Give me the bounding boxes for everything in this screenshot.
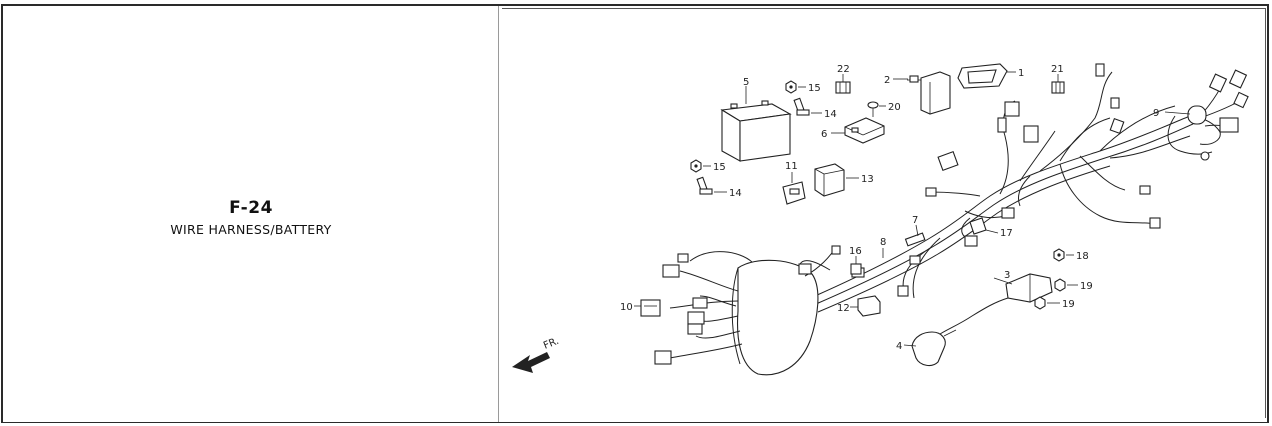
diagram-panel: FR. 5 15 xyxy=(500,6,1269,422)
callout-19-upper: 19 xyxy=(1080,281,1093,292)
screw-part xyxy=(867,101,886,117)
callout-17: 17 xyxy=(1000,228,1013,239)
spark-plug-cap-part xyxy=(903,329,957,367)
callout-13: 13 xyxy=(861,174,874,185)
exploded-parts-diagram: FR. 5 15 xyxy=(512,63,1249,376)
callout-1: 1 xyxy=(1018,68,1024,79)
diagram-code: F-24 xyxy=(229,198,273,218)
callout-15-top: 15 xyxy=(808,83,821,94)
nut-part-lower xyxy=(690,159,711,173)
callout-2: 2 xyxy=(884,75,890,86)
clamp-16-part xyxy=(850,256,862,275)
callout-4: 4 xyxy=(896,341,902,352)
front-label: FR. xyxy=(542,336,561,352)
callout-15-bottom: 15 xyxy=(713,162,726,173)
bolt-19-part xyxy=(1034,278,1078,310)
connector-10-part xyxy=(634,299,661,317)
fuse-part-21 xyxy=(1051,74,1065,94)
callout-14-bottom: 14 xyxy=(729,188,742,199)
callout-21: 21 xyxy=(1051,64,1064,75)
diagram-title: WIRE HARNESS/BATTERY xyxy=(170,222,332,237)
callout-3: 3 xyxy=(1004,270,1010,281)
battery-part xyxy=(720,86,792,162)
ignition-coil-part xyxy=(939,273,1053,335)
callout-18: 18 xyxy=(1076,251,1089,262)
clip-17-part xyxy=(969,217,999,235)
callout-5: 5 xyxy=(743,77,749,88)
callout-16: 16 xyxy=(849,246,862,257)
callout-10: 10 xyxy=(620,302,633,313)
nut-18-part xyxy=(1053,248,1074,262)
callout-9: 9 xyxy=(1153,108,1159,119)
callout-12: 12 xyxy=(837,303,850,314)
bolt-part-lower xyxy=(696,176,727,195)
diagram-border xyxy=(502,8,1266,418)
callout-6: 6 xyxy=(821,129,827,140)
callout-20: 20 xyxy=(888,102,901,113)
title-panel: F-24 WIRE HARNESS/BATTERY xyxy=(3,6,499,422)
callout-11: 11 xyxy=(785,161,798,172)
callout-19-lower: 19 xyxy=(1062,299,1075,310)
nut-part xyxy=(785,80,806,94)
bracket-part xyxy=(782,172,806,205)
callout-8: 8 xyxy=(880,237,886,248)
page-frame: F-24 WIRE HARNESS/BATTERY FR. 5 xyxy=(1,4,1269,423)
callout-22: 22 xyxy=(837,64,850,75)
cover-part xyxy=(957,63,1016,89)
front-arrow-icon: FR. xyxy=(512,336,561,373)
callout-14-top: 14 xyxy=(824,109,837,120)
relay-box-part xyxy=(907,71,951,115)
fuse-part xyxy=(835,74,851,94)
regulator-part xyxy=(831,117,885,144)
starter-relay-part xyxy=(814,163,859,197)
bolt-part xyxy=(793,97,822,116)
callout-7: 7 xyxy=(912,215,918,226)
cap-part xyxy=(850,295,881,317)
